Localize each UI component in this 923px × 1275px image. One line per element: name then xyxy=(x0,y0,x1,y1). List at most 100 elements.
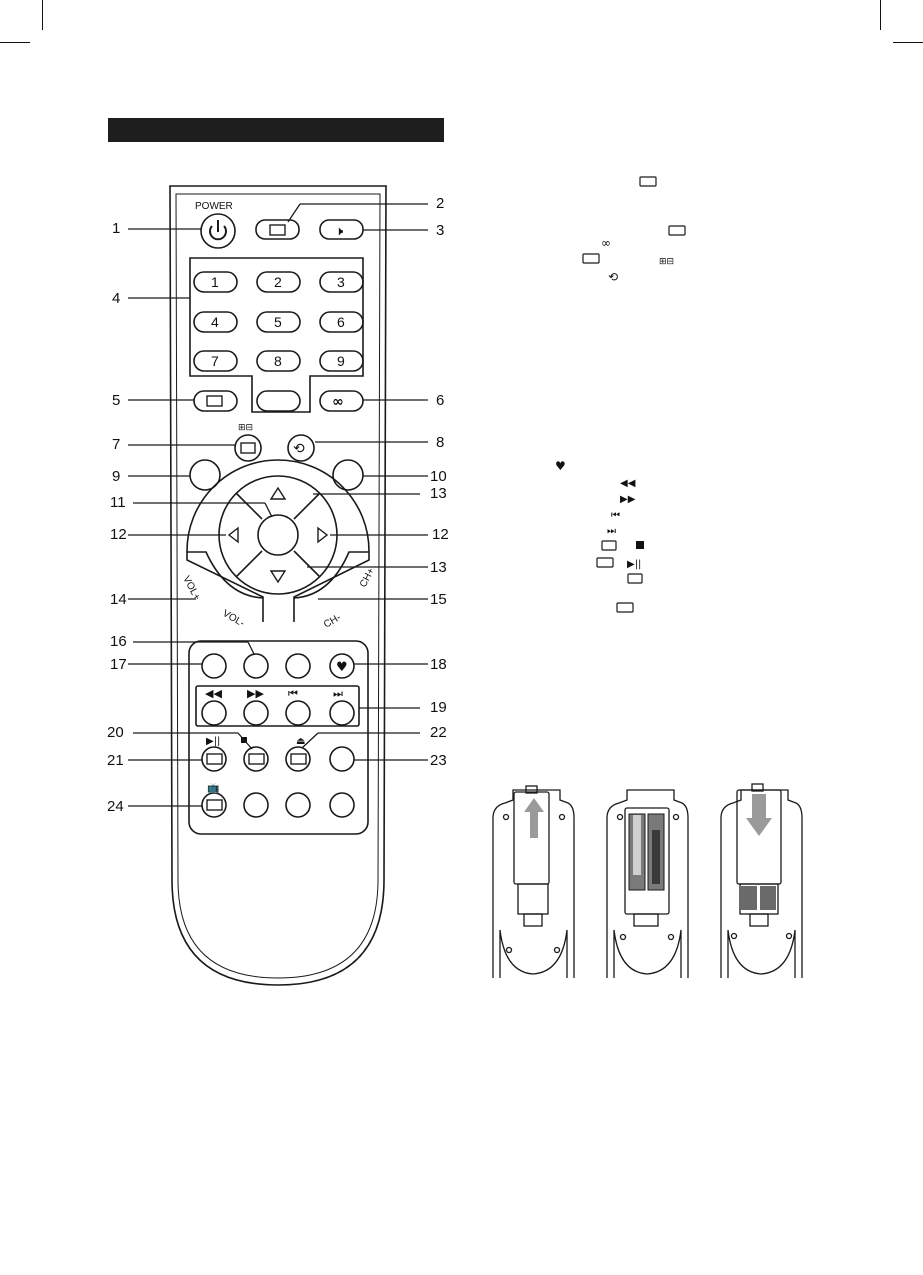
side-button-left[interactable] xyxy=(189,459,221,491)
callout-number: 3 xyxy=(436,222,444,239)
subtitle-button[interactable] xyxy=(193,390,238,412)
teletext-icon xyxy=(206,799,223,811)
angle-button[interactable] xyxy=(234,434,262,462)
callout-number: 15 xyxy=(430,591,447,608)
digit-button-2[interactable] xyxy=(256,271,301,293)
vol-plus-label: VOL+ xyxy=(180,574,202,602)
legend-prev-icon: ⏮ xyxy=(611,510,620,521)
digit-button-1[interactable] xyxy=(193,271,238,293)
transport-frame xyxy=(195,685,360,727)
fast-forward-button[interactable] xyxy=(243,700,269,726)
subtitle-icon xyxy=(206,395,223,407)
digit-button-3[interactable] xyxy=(319,271,364,293)
battery-diagram xyxy=(492,783,803,978)
power-button[interactable] xyxy=(200,213,236,249)
nav-ring-lower-left xyxy=(186,551,264,622)
heart-icon: ♥ xyxy=(336,660,348,675)
callout-number: 9 xyxy=(112,468,120,485)
ok-button[interactable] xyxy=(257,514,299,556)
next-button[interactable] xyxy=(329,700,355,726)
nav-ring-lower-right xyxy=(293,551,370,622)
battery-cell xyxy=(760,886,776,910)
digit-button-9[interactable] xyxy=(319,350,364,372)
arrow-left-icon xyxy=(227,526,239,544)
angle-icon xyxy=(240,442,256,454)
nav-divider xyxy=(235,550,263,578)
audio-button[interactable] xyxy=(319,390,364,412)
digit-button-7[interactable] xyxy=(193,350,238,372)
crop-mark xyxy=(880,0,881,30)
eject-button[interactable] xyxy=(329,746,355,772)
lower-panel xyxy=(188,640,369,835)
mute-icon: 🕨 xyxy=(335,224,343,239)
side-button-right[interactable] xyxy=(332,459,364,491)
callout-number: 20 xyxy=(107,724,124,741)
vol-ch-divider xyxy=(187,551,264,599)
blank-button-2[interactable] xyxy=(285,792,311,818)
legend-zoom-icon: ⊞⊟ xyxy=(659,257,674,267)
callout-number: 5 xyxy=(112,392,120,409)
callout-number: 21 xyxy=(107,752,124,769)
rewind-button[interactable] xyxy=(201,700,227,726)
remote-body xyxy=(169,185,387,986)
repeat-button[interactable] xyxy=(287,434,315,462)
callout-number: 4 xyxy=(112,290,120,307)
callout-number: 10 xyxy=(430,468,447,485)
digit-label: 2 xyxy=(274,274,282,290)
callout-number: 13 xyxy=(430,559,447,576)
vol-ch-divider xyxy=(293,551,369,599)
callout-number: 18 xyxy=(430,656,447,673)
power-label: POWER xyxy=(195,201,233,212)
nav-divider xyxy=(235,492,263,520)
digit-label: 9 xyxy=(337,353,345,369)
audio-icon: ∞ xyxy=(332,394,344,410)
callout-number: 19 xyxy=(430,699,447,716)
skip-next-icon: ⏭ xyxy=(333,687,343,700)
battery-cell xyxy=(633,815,641,875)
tv-icon: 📺 xyxy=(207,782,219,794)
digit-button-6[interactable] xyxy=(319,311,364,333)
teletext-cancel-button[interactable] xyxy=(201,792,227,818)
blank-button-3[interactable] xyxy=(329,792,355,818)
digit-label: 7 xyxy=(211,353,219,369)
ch-plus-label: CH+ xyxy=(358,566,377,589)
callout-number: 22 xyxy=(430,724,447,741)
blank-button-1[interactable] xyxy=(243,792,269,818)
vol-minus-label: VOL- xyxy=(221,608,247,629)
crop-mark xyxy=(893,42,923,43)
callout-lines xyxy=(128,203,428,807)
battery-cell xyxy=(741,886,757,910)
digit-label: 3 xyxy=(337,274,345,290)
digit-button-5[interactable] xyxy=(256,311,301,333)
digit-label: 5 xyxy=(274,314,282,330)
previous-button[interactable] xyxy=(285,700,311,726)
arrow-down-icon xyxy=(269,570,287,584)
digit-label: 8 xyxy=(274,353,282,369)
callout-number: 12 xyxy=(110,526,127,543)
favorite-button[interactable] xyxy=(329,653,355,679)
digit-button-4[interactable] xyxy=(193,311,238,333)
legend-play-pause-icon: ▶|| xyxy=(627,559,641,570)
play-pause-button[interactable] xyxy=(201,746,227,772)
legend-next-icon: ⏭ xyxy=(607,526,616,537)
callout-number: 24 xyxy=(107,798,124,815)
timer-button[interactable] xyxy=(285,746,311,772)
arrow-up-icon xyxy=(524,798,544,838)
callout-number: 16 xyxy=(110,633,127,650)
digit-label: 6 xyxy=(337,314,345,330)
display-button[interactable] xyxy=(255,219,300,240)
red-button[interactable] xyxy=(201,653,227,679)
digit-button-0[interactable] xyxy=(256,390,301,412)
nav-ring xyxy=(186,459,370,552)
section-header-bar xyxy=(108,118,444,142)
green-button[interactable] xyxy=(243,653,269,679)
teletext-icon xyxy=(206,753,223,765)
yellow-button[interactable] xyxy=(285,653,311,679)
crop-mark xyxy=(0,42,30,43)
callout-number: 2 xyxy=(436,195,444,212)
digit-button-8[interactable] xyxy=(256,350,301,372)
zoom-icon: ⊞⊟ xyxy=(238,423,253,433)
stop-button[interactable] xyxy=(243,746,269,772)
teletext-icon xyxy=(290,753,307,765)
